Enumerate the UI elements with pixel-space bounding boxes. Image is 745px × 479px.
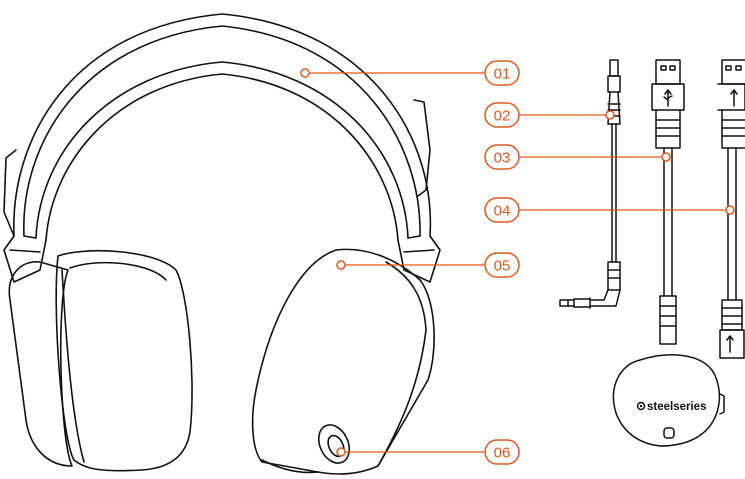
- usb-adapter-icon: [613, 60, 724, 446]
- callout-label-06: 06: [494, 445, 511, 462]
- mic-cable-icon: [560, 60, 620, 308]
- steelseries-logo-icon: steelseries: [638, 401, 707, 413]
- callout-04: 04: [485, 198, 734, 222]
- callout-label-01: 01: [494, 66, 511, 83]
- callout-label-02: 02: [494, 108, 511, 125]
- callout-03: 03: [485, 145, 670, 169]
- callout-02: 02: [485, 103, 614, 127]
- callout-05: 05: [337, 253, 519, 277]
- headset-icon: [4, 14, 440, 474]
- steelseries-logo: steelseries: [647, 401, 706, 413]
- callout-label-05: 05: [494, 258, 511, 275]
- callout-06: 06: [337, 440, 519, 464]
- callout-label-03: 03: [494, 150, 511, 167]
- callout-label-04: 04: [494, 203, 511, 220]
